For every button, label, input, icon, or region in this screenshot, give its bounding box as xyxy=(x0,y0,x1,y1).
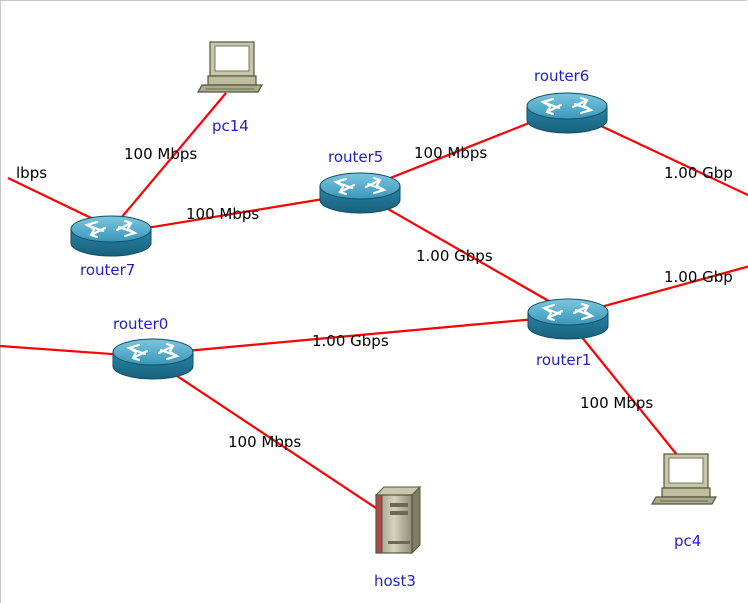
node-label: pc4 xyxy=(674,532,701,550)
link-router0-router1[interactable] xyxy=(152,314,569,356)
pc-node-pc4[interactable]: pc4 xyxy=(651,453,717,550)
link-router1-pc4[interactable] xyxy=(567,319,687,467)
link-pc14-router7[interactable] xyxy=(115,92,227,225)
link-label: lbps xyxy=(16,164,47,182)
pc-icon xyxy=(197,41,263,93)
node-label: router0 xyxy=(113,315,168,333)
router-node-router5[interactable]: router5 xyxy=(318,148,402,215)
router-icon xyxy=(318,171,402,215)
link-label: 1.00 Gbps xyxy=(416,247,493,265)
router-node-router1[interactable]: router1 xyxy=(526,297,610,369)
router-icon xyxy=(69,214,153,258)
link-label: 100 Mbps xyxy=(580,394,653,412)
link-labels-layer: 100 Mbps 100 Mbps 100 Mbps 1.00 Gbps 1.0… xyxy=(16,144,733,451)
link-label: 1.00 Gbp xyxy=(664,268,733,286)
link-label: 100 Mbps xyxy=(124,145,197,163)
link-router0-host3[interactable] xyxy=(152,359,401,525)
pc-node-pc14[interactable]: pc14 xyxy=(197,41,263,135)
link-router5-router1[interactable] xyxy=(359,192,569,313)
host-node-host3[interactable]: host3 xyxy=(374,486,421,590)
node-label: pc14 xyxy=(212,117,249,135)
node-label: router6 xyxy=(534,67,589,85)
router-icon xyxy=(525,91,609,135)
router-node-router0[interactable]: router0 xyxy=(111,315,195,381)
node-label: router5 xyxy=(328,148,383,166)
link-label: 100 Mbps xyxy=(228,433,301,451)
node-label: host3 xyxy=(374,572,416,590)
server-icon xyxy=(375,486,421,554)
link-label: 1.00 Gbps xyxy=(312,332,389,350)
pc-icon xyxy=(651,453,717,505)
link-router7-router5[interactable] xyxy=(115,191,361,235)
router-icon xyxy=(111,337,195,381)
link-label: 100 Mbps xyxy=(186,205,259,223)
link-label: 100 Mbps xyxy=(414,144,487,162)
node-label: router7 xyxy=(80,261,135,279)
router-node-router6[interactable]: router6 xyxy=(525,67,609,135)
node-label: router1 xyxy=(536,351,591,369)
router-icon xyxy=(526,297,610,341)
links-layer xyxy=(0,92,748,525)
router-node-router7[interactable]: router7 xyxy=(69,214,153,279)
link-label: 1.00 Gbp xyxy=(664,164,733,182)
